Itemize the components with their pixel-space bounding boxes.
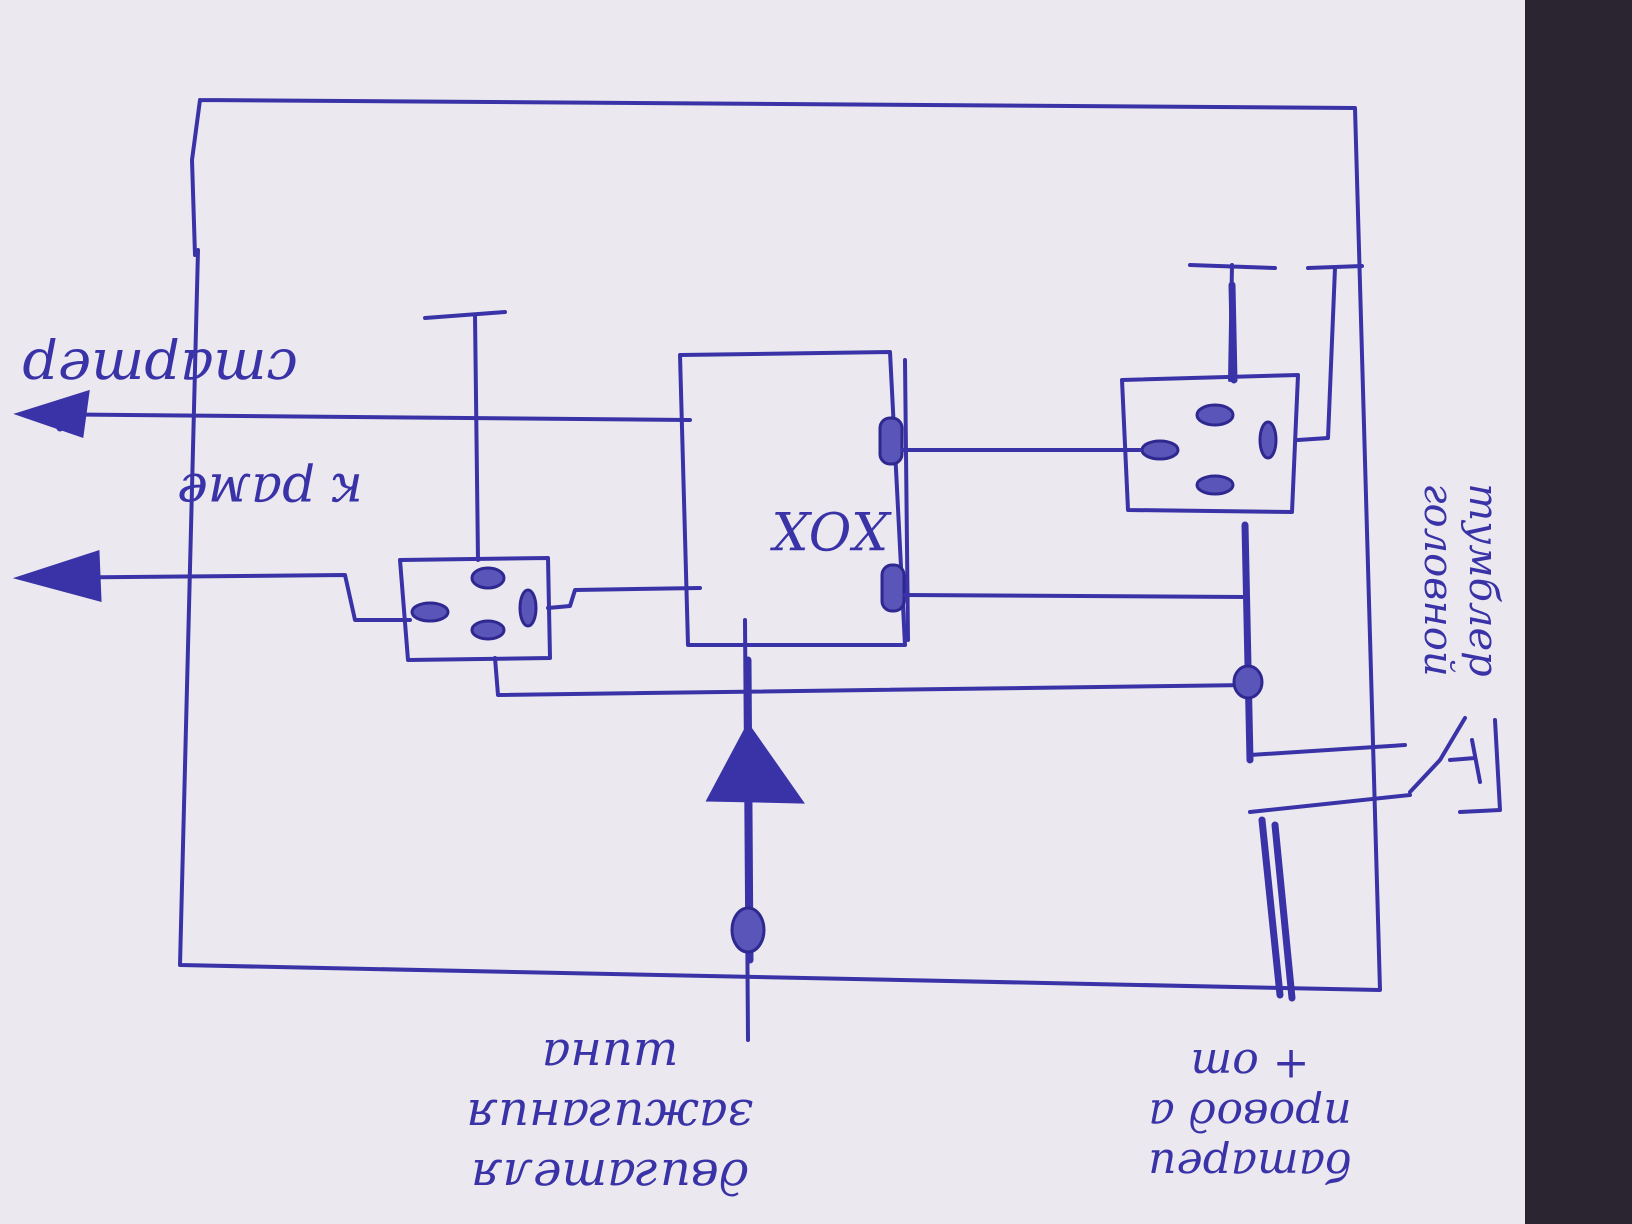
starter-arrow-icon — [13, 389, 90, 439]
battery-label-group: батареи провод а + от — [1148, 1039, 1352, 1190]
relay-xox-label: ХОХ — [770, 499, 893, 559]
wire-starter — [18, 412, 692, 422]
toggle-switch-icon — [1448, 718, 1502, 814]
toggle-connector-pin-2 — [1140, 439, 1180, 461]
toggle-connector-box — [1120, 373, 1300, 514]
toggle-connector-pin-4 — [1258, 420, 1278, 460]
ground-connector-box — [398, 556, 552, 662]
ground-connector-pin-3 — [470, 619, 506, 641]
toggle-label-line-1: тумблер — [1460, 483, 1506, 676]
starter-label: стартер — [22, 336, 298, 401]
ground-connector-pin-2 — [410, 601, 450, 623]
ignition-label-line-2: зажигания — [466, 1088, 753, 1144]
bus-junction-icon — [1232, 664, 1264, 700]
relay-xox-pin-bottom — [880, 563, 906, 613]
wire-toggle-switch-upper — [1248, 716, 1467, 794]
battery-label-line-3: батареи — [1148, 1139, 1352, 1190]
ground-connector-pin-4 — [518, 588, 538, 628]
ignition-label-line-3: двигателя — [471, 1148, 749, 1204]
relay-xox-pin-top — [878, 416, 904, 466]
ground-arrow-icon — [12, 549, 102, 602]
battery-label-line-2: провод а — [1148, 1089, 1351, 1140]
battery-label-line-1: + от — [1190, 1039, 1309, 1090]
ground-label: к раме — [177, 461, 363, 521]
toggle-connector-pin-1 — [1195, 403, 1235, 427]
paper-sheet — [0, 0, 1525, 1224]
wire-ground-to-relay — [546, 586, 702, 610]
paper-edge — [1520, 0, 1632, 1224]
bus-line — [1241, 521, 1254, 764]
ground-connector-pin-1 — [470, 566, 506, 590]
ignition-arrow-icon — [705, 722, 805, 804]
ignition-label-line-1: шина — [542, 1028, 679, 1084]
ignition-plug-icon — [730, 906, 766, 954]
wire-toggle-stub-right — [1296, 264, 1364, 442]
wire-ground-bus — [493, 656, 1252, 697]
relay-xox-box — [678, 350, 907, 647]
outer-frame — [178, 98, 1382, 992]
toggle-label-group: тумблер головной — [1415, 483, 1506, 676]
wire-relay-to-bus — [903, 593, 1247, 599]
wire-battery — [1258, 816, 1296, 1002]
wire-toggle-stub-left-thick — [1228, 281, 1238, 384]
wire-ground — [18, 573, 412, 622]
ignition-label-group: двигателя зажигания шина — [466, 1028, 753, 1204]
wire-ground-stub — [423, 310, 507, 562]
toggle-label-line-2: головной — [1415, 483, 1461, 676]
wire-toggle-switch-lower — [1248, 793, 1412, 814]
toggle-connector-pin-3 — [1195, 474, 1235, 496]
